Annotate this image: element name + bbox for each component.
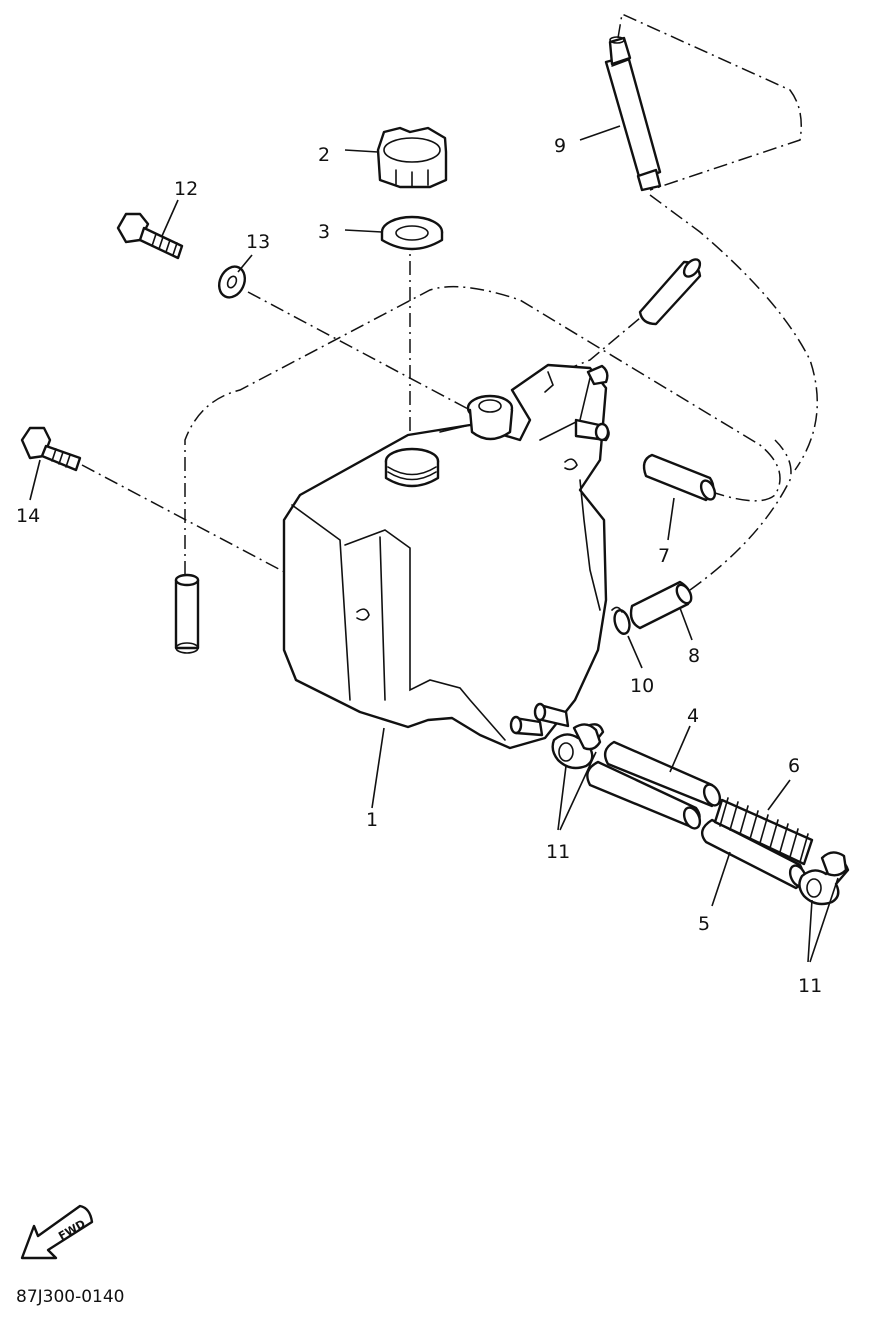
hose-left — [174, 573, 200, 654]
protector-spring — [713, 797, 814, 866]
callout-7: 7 — [658, 545, 670, 567]
callout-8: 8 — [688, 645, 700, 667]
hose-8 — [629, 580, 693, 630]
tank-cap — [376, 126, 448, 189]
gasket — [380, 215, 444, 251]
o-ring — [611, 606, 631, 635]
assembly-lines — [81, 12, 819, 613]
callout-6: 6 — [788, 755, 800, 777]
callout-2: 2 — [318, 144, 330, 166]
hose-9 — [604, 36, 662, 192]
callout-13: 13 — [246, 231, 270, 253]
callout-5: 5 — [698, 913, 710, 935]
diagram-code: 87J300-0140 — [16, 1287, 125, 1307]
callout-12: 12 — [174, 178, 198, 200]
callout-11a: 11 — [546, 841, 570, 863]
bolt-14 — [20, 426, 82, 472]
callout-9: 9 — [554, 135, 566, 157]
leader-lines — [29, 125, 839, 963]
callout-3: 3 — [318, 221, 330, 243]
callout-4: 4 — [687, 705, 699, 727]
clamps-lower — [798, 851, 850, 906]
callouts: 1 2 3 4 5 6 7 8 9 10 11 11 12 13 14 — [16, 135, 822, 997]
fwd-arrow: FWD — [20, 1204, 94, 1260]
hose-4 — [586, 740, 722, 830]
clamps-upper — [551, 723, 605, 770]
callout-10: 10 — [630, 675, 654, 697]
hose-upper — [638, 258, 702, 326]
callout-1: 1 — [366, 809, 378, 831]
bolt-12 — [116, 212, 184, 260]
callout-14: 14 — [16, 505, 40, 527]
washer-13 — [217, 265, 247, 299]
hose-7 — [642, 453, 717, 502]
oil-tank — [282, 363, 610, 750]
callout-11b: 11 — [798, 975, 822, 997]
